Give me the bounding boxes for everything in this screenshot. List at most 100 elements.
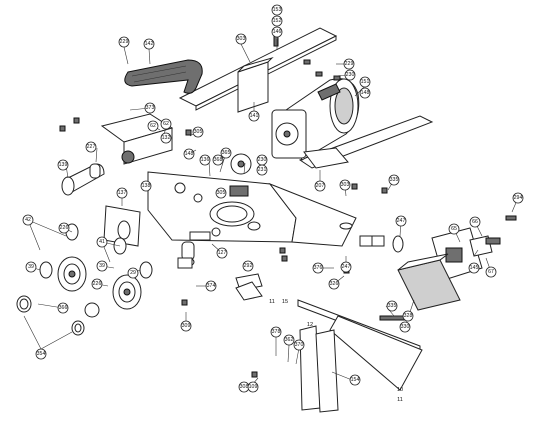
part-callout[interactable]: 148 bbox=[183, 148, 195, 160]
washer-set bbox=[16, 295, 100, 336]
part-callout[interactable]: 67 bbox=[485, 266, 497, 278]
part-callout[interactable]: 62 bbox=[147, 120, 159, 132]
part-callout[interactable]: 230 bbox=[256, 154, 268, 166]
part-callout[interactable]: 305 bbox=[192, 126, 204, 138]
part-callout[interactable]: 62 bbox=[160, 118, 172, 130]
part-callout[interactable]: 247 bbox=[395, 215, 407, 227]
part-callout[interactable]: 39 bbox=[96, 260, 108, 272]
svg-text:109: 109 bbox=[249, 384, 258, 390]
part-callout[interactable]: 374 bbox=[205, 280, 217, 292]
part-callout[interactable]: 127 bbox=[216, 247, 228, 259]
part-callout[interactable]: 29 bbox=[127, 267, 139, 279]
svg-text:146: 146 bbox=[273, 29, 282, 35]
svg-text:139: 139 bbox=[59, 162, 68, 168]
part-callout[interactable]: 132 bbox=[160, 132, 172, 144]
svg-text:247: 247 bbox=[397, 218, 406, 224]
part-callout[interactable]: 366 bbox=[57, 302, 69, 314]
part-callout[interactable]: 378 bbox=[270, 326, 282, 338]
svg-text:227: 227 bbox=[87, 144, 96, 150]
part-callout[interactable]: 136 bbox=[199, 154, 211, 166]
part-label: 12 bbox=[307, 322, 313, 328]
part-callout[interactable]: 308 bbox=[238, 381, 250, 393]
plain-labels: 11 15 12 10 11 bbox=[269, 299, 403, 403]
seal-ring bbox=[392, 235, 404, 253]
motor-bracket bbox=[237, 56, 274, 113]
part-callout[interactable]: 328 bbox=[402, 310, 414, 322]
svg-text:330: 330 bbox=[401, 324, 410, 330]
part-callout[interactable]: 145 bbox=[468, 262, 480, 274]
part-callout[interactable]: 207 bbox=[314, 180, 326, 192]
part-callout[interactable]: 294 bbox=[512, 192, 524, 204]
part-callout[interactable]: 365 bbox=[220, 147, 232, 159]
part-callout[interactable]: 148 bbox=[359, 87, 371, 99]
part-callout[interactable]: 326 bbox=[328, 278, 340, 290]
svg-text:138: 138 bbox=[142, 183, 151, 189]
part-callout[interactable]: 335 bbox=[386, 300, 398, 312]
svg-text:66: 66 bbox=[472, 219, 478, 225]
long-rail-lower bbox=[329, 315, 423, 391]
part-callout[interactable]: 229 bbox=[343, 58, 355, 70]
part-callout[interactable]: 137 bbox=[116, 187, 128, 199]
part-callout[interactable]: 65 bbox=[448, 223, 460, 235]
part-callout[interactable]: 229 bbox=[118, 36, 130, 48]
part-callout[interactable]: 139 bbox=[57, 159, 69, 171]
part-callout[interactable]: 373 bbox=[144, 102, 156, 114]
svg-text:373: 373 bbox=[146, 105, 155, 111]
part-callout[interactable]: 368 bbox=[212, 154, 224, 166]
hub-coupler bbox=[189, 227, 221, 241]
part-callout[interactable]: 231 bbox=[256, 164, 268, 176]
part-callout[interactable]: 226 bbox=[91, 278, 103, 290]
part-callout[interactable]: 230 bbox=[344, 69, 356, 81]
gear-motor bbox=[271, 78, 360, 169]
svg-text:303: 303 bbox=[341, 182, 350, 188]
part-callout[interactable]: 153 bbox=[271, 4, 283, 16]
svg-text:328: 328 bbox=[404, 313, 413, 319]
part-callout[interactable]: 146 bbox=[271, 26, 283, 38]
bearing-ring-left bbox=[39, 261, 53, 279]
svg-text:229: 229 bbox=[120, 39, 129, 45]
svg-text:362: 362 bbox=[285, 337, 294, 343]
svg-text:39: 39 bbox=[99, 263, 105, 269]
part-callout[interactable]: 151 bbox=[359, 76, 371, 88]
part-callout[interactable]: 42 bbox=[22, 214, 34, 226]
svg-text:230: 230 bbox=[258, 157, 267, 163]
svg-text:378: 378 bbox=[272, 329, 281, 335]
part-callout[interactable]: 354 bbox=[35, 348, 47, 360]
part-callout[interactable]: 370 bbox=[293, 339, 305, 351]
part-callout[interactable]: 141 bbox=[248, 110, 260, 122]
part-callout[interactable]: 247 bbox=[340, 261, 352, 273]
part-callout[interactable]: 154 bbox=[349, 374, 361, 386]
part-callout[interactable]: 142 bbox=[143, 38, 155, 50]
svg-text:42: 42 bbox=[25, 217, 31, 223]
pulley-right bbox=[112, 274, 142, 310]
part-callout[interactable]: 138 bbox=[140, 180, 152, 192]
svg-text:309: 309 bbox=[182, 323, 191, 329]
part-callout[interactable]: 362 bbox=[283, 334, 295, 346]
part-callout[interactable]: 227 bbox=[85, 141, 97, 153]
svg-text:145: 145 bbox=[470, 265, 479, 271]
part-callout[interactable]: 303 bbox=[339, 179, 351, 191]
part-callout[interactable]: 66 bbox=[469, 216, 481, 228]
svg-text:136: 136 bbox=[201, 157, 210, 163]
part-callout[interactable]: 41 bbox=[96, 236, 108, 248]
svg-text:368: 368 bbox=[214, 157, 223, 163]
part-callout[interactable]: 303 bbox=[235, 33, 247, 45]
part-callout[interactable]: 309 bbox=[180, 320, 192, 332]
part-callout[interactable]: 330 bbox=[399, 321, 411, 333]
part-callout[interactable]: 152 bbox=[271, 15, 283, 27]
part-label: 11 bbox=[397, 397, 403, 403]
main-side-frame bbox=[147, 171, 357, 247]
part-callout[interactable]: 39 bbox=[25, 261, 37, 273]
drive-sprocket bbox=[230, 153, 252, 175]
svg-text:41: 41 bbox=[99, 239, 105, 245]
pulley-left bbox=[57, 256, 87, 292]
svg-text:207: 207 bbox=[316, 183, 325, 189]
part-callout[interactable]: 109 bbox=[247, 381, 259, 393]
part-callout[interactable]: 335 bbox=[388, 174, 400, 186]
part-callout[interactable]: 292 bbox=[242, 260, 254, 272]
part-callout[interactable]: 305 bbox=[215, 187, 227, 199]
svg-text:62: 62 bbox=[150, 123, 156, 129]
part-callout[interactable]: 376 bbox=[312, 262, 324, 274]
part-callout[interactable]: 226 bbox=[58, 222, 70, 234]
svg-text:39: 39 bbox=[28, 264, 34, 270]
